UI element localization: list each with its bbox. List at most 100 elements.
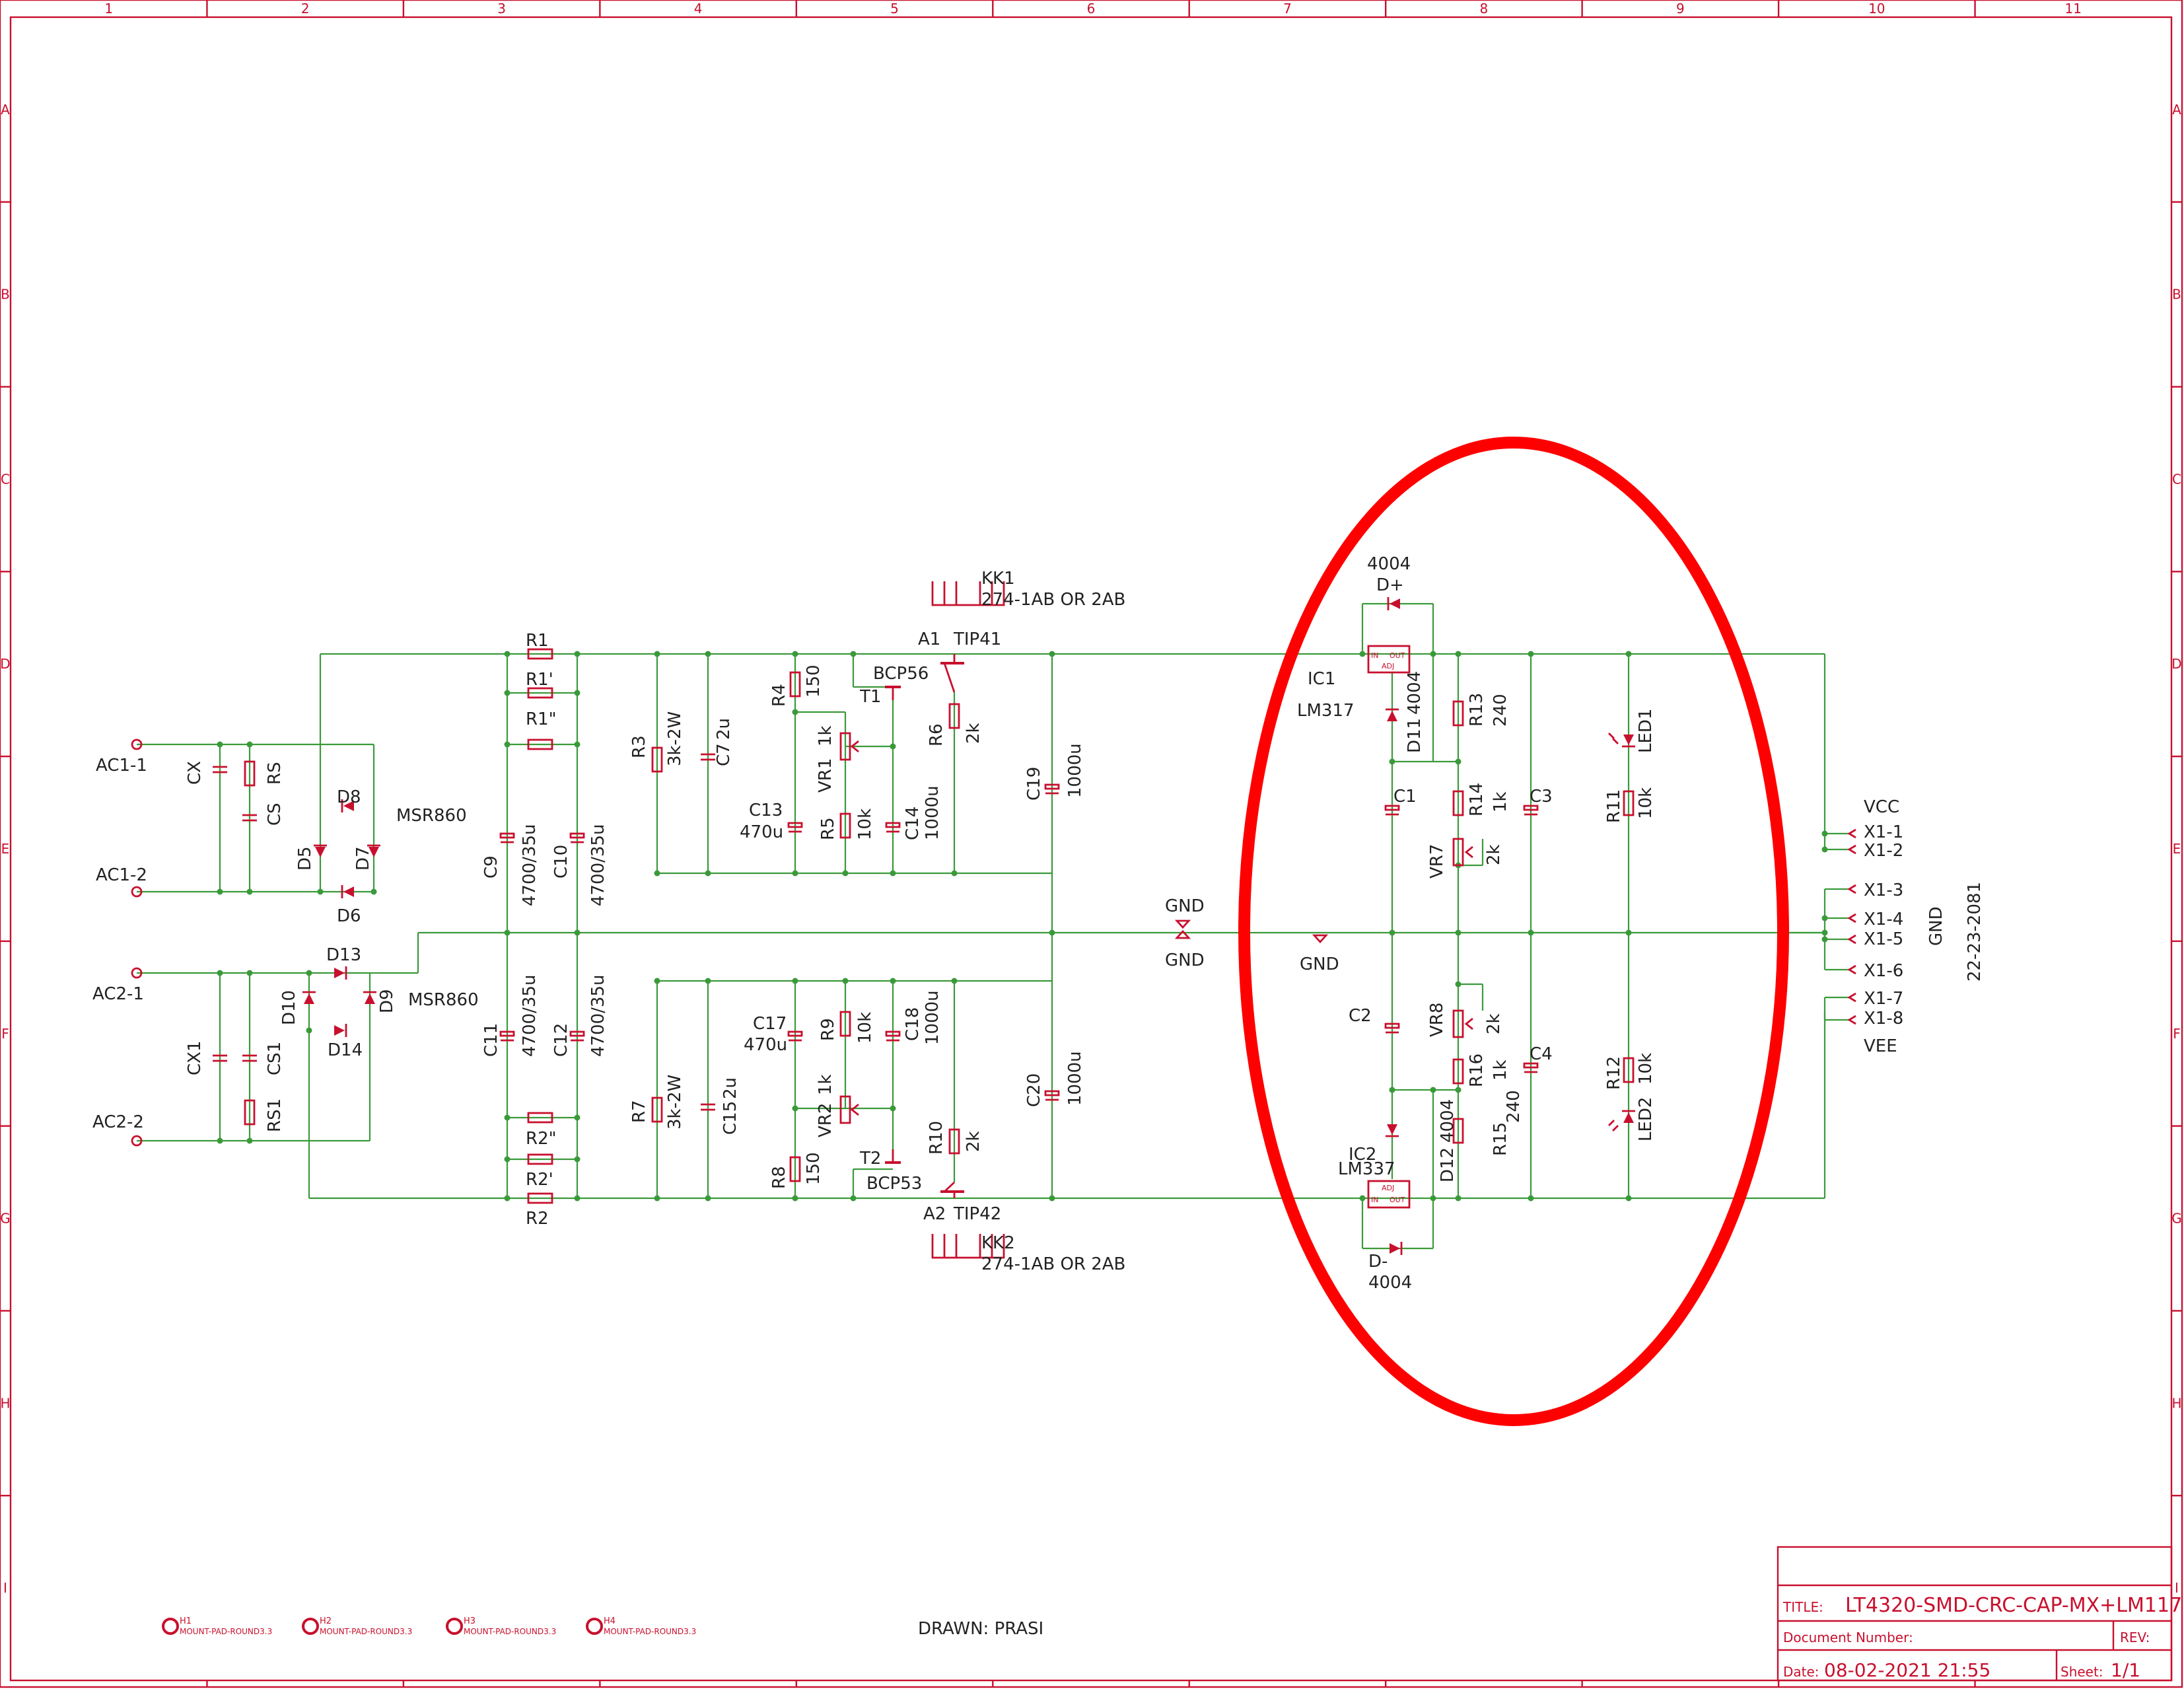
resistor-r13 [1452,700,1464,727]
capacitor-c7 [701,753,715,761]
label-d-plus-v: 4004 [1367,554,1411,574]
label-vee: VEE [1864,1036,1897,1056]
frame-row-label: I [3,1580,7,1596]
gnd-symbol-2 [1174,929,1191,939]
resistors [244,671,1635,1182]
frame-inner [9,16,2173,1682]
label-d12: D12 [1438,1147,1458,1182]
diode-d7 [367,844,380,857]
resistor-r2a [527,1153,553,1165]
label-ic1: IC1 [1308,669,1335,689]
ic2-pin-out: OUT [1390,1196,1405,1204]
pot-vr8 [1452,1009,1473,1038]
label-ic2: IC2 [1349,1145,1376,1165]
frame-col-label: 9 [1676,1,1685,17]
resistor-r10 [948,1128,960,1155]
label-a1: A1 [918,629,940,649]
label-gnd4: GND [1926,906,1946,946]
pot-vr2 [839,1095,859,1124]
ic2-pin-adj: ADJ [1382,1184,1394,1192]
label-r6: R6 [927,723,946,746]
resistor-r16 [1452,1058,1464,1085]
capacitor-c18 [885,1030,901,1042]
regulators [1367,645,1411,1209]
label-vr7v: 2k [1484,844,1504,865]
capacitor-c12 [569,1030,585,1042]
label-d13: D13 [326,945,361,965]
transistor-a2 [940,1181,964,1198]
ac-terminals [131,738,143,1147]
capacitor-c15 [701,1103,715,1111]
resistors-horizontal [527,648,553,1204]
label-c9: C9 [481,855,501,879]
terminal-ac1-2[interactable] [131,886,143,898]
transistor-t2 [885,1149,901,1164]
label-r2b: R2" [526,1129,557,1149]
label-r3: R3 [629,735,649,758]
resistor-r8 [789,1156,801,1182]
resistor-r1b [527,738,553,750]
label-r11v: 10k [1636,787,1656,819]
label-d10: D10 [279,990,299,1025]
transistor-a1 [940,654,964,693]
capacitor-c10 [569,832,585,844]
label-r15: R15 [1491,1122,1510,1156]
resistor-r7 [651,1096,663,1123]
mount-pad-h4-name: H4 [604,1616,616,1626]
capacitors [213,753,715,1111]
diode-d6 [341,885,354,898]
diodes [302,597,1403,1255]
frame-row-label: B [2172,287,2181,303]
resistor-r1 [527,648,553,660]
capacitor-c11 [499,1030,515,1042]
label-gnd1: GND [1165,896,1205,916]
ic2-lm337 [1367,1180,1411,1209]
diode-d10 [302,991,316,1004]
mount-pad-symbols [162,1618,603,1635]
label-c15: C15 [721,1101,740,1135]
resistor-r14 [1452,790,1464,816]
label-c3: C3 [1530,787,1553,807]
frame-col-label: 1 [104,1,113,17]
label-c13: C13 [749,801,783,820]
label-r12v: 10k [1636,1053,1656,1085]
date-value: 08-02-2021 21:55 [1824,1659,1990,1681]
label-r16: R16 [1467,1054,1487,1087]
label-rs: RS [265,762,285,785]
frame-col-label: 2 [301,1,310,17]
frame-row-label: F [2173,1026,2181,1042]
label-vr8: VR8 [1427,1003,1447,1037]
frame-row-label: A [1,102,10,118]
resistor-r6 [948,703,960,729]
terminal-ac1-1[interactable] [131,738,143,750]
pot-vr7 [1452,838,1473,867]
resistor-r4 [789,671,801,698]
frame-row-label: D [0,656,10,672]
label-x1-6: X1-6 [1864,961,1903,981]
frame-row-label: C [1,471,10,487]
label-c11: C11 [481,1023,501,1057]
junctions [217,651,1828,1202]
label-c20: C20 [1024,1073,1044,1107]
label-r2a: R2' [526,1170,553,1190]
resistor-r1a [527,687,553,699]
diode-d9 [363,991,376,1004]
label-tip42: TIP42 [953,1204,1001,1224]
diode-d8 [341,799,354,812]
label-gnd2: GND [1165,951,1205,970]
label-vr2: VR2 [816,1103,835,1137]
label-c17: C17 [753,1014,787,1034]
transistors [885,654,964,1198]
label-r3v: 3k-2W [665,711,685,766]
capacitor-cx1 [213,1054,227,1062]
terminal-ac2-1[interactable] [131,967,143,979]
ic1-pin-out: OUT [1390,651,1405,660]
label-c19: C19 [1024,767,1044,801]
label-ac2-2: AC2-2 [92,1112,144,1132]
label-c14v: 1000u [923,785,942,840]
terminal-ac2-2[interactable] [131,1135,143,1147]
diode-d12 [1386,1124,1399,1137]
frame-row-label: B [1,287,10,303]
label-r1b: R1" [526,709,557,729]
frame-row-label: F [1,1026,9,1042]
